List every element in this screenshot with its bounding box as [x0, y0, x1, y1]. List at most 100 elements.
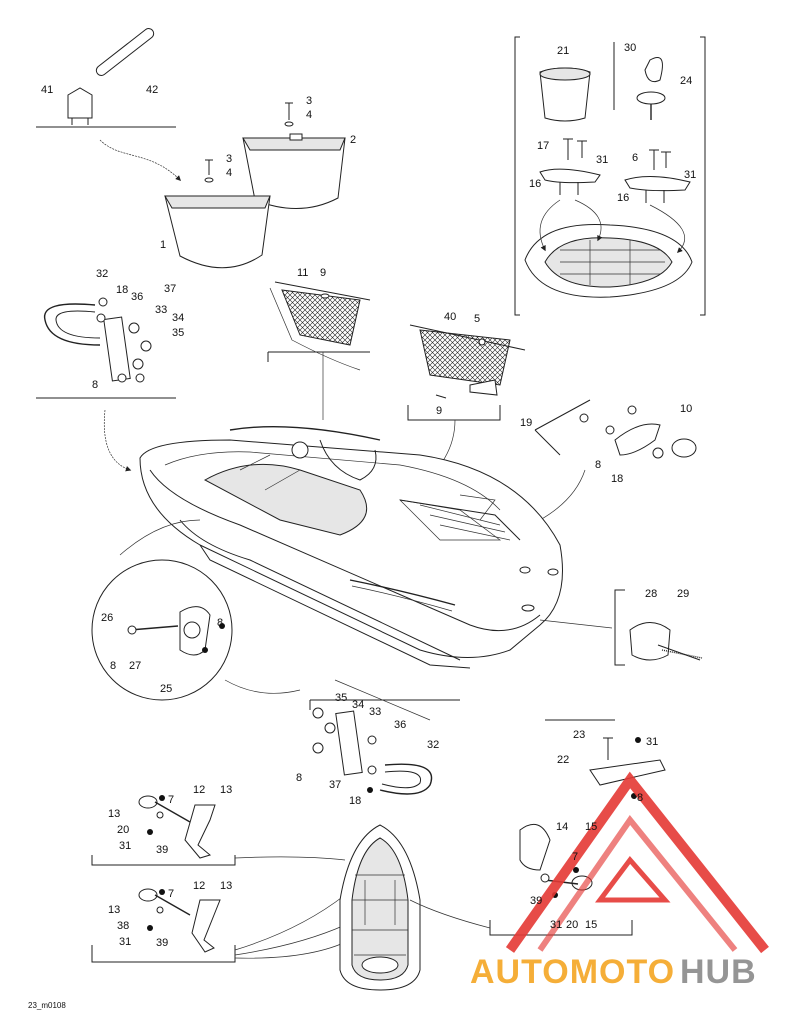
callout-40: 40	[444, 311, 456, 323]
callout-41: 41	[41, 84, 53, 96]
callout-15: 15	[585, 919, 597, 931]
callout-8: 8	[217, 617, 223, 629]
callout-18: 18	[611, 473, 623, 485]
towing-pylon-group	[534, 399, 697, 521]
storage-net-40	[407, 324, 526, 491]
callout-32: 32	[96, 268, 108, 280]
callout-32: 32	[427, 739, 439, 751]
callout-25: 25	[160, 683, 172, 695]
callout-7: 7	[168, 794, 174, 806]
callout-27: 27	[129, 660, 141, 672]
callout-11: 11	[297, 267, 308, 279]
latch-hook-upper	[184, 804, 216, 859]
callout-37: 37	[329, 779, 341, 791]
callout-31: 31	[684, 169, 696, 181]
callout-20: 20	[566, 919, 578, 931]
hinge-plate-group	[545, 719, 666, 799]
callout-38: 38	[117, 920, 129, 932]
callout-37: 37	[164, 283, 176, 295]
callout-30: 30	[624, 42, 636, 54]
boat-hull-main	[139, 425, 613, 669]
handle-rod-42	[95, 28, 155, 76]
callout-15: 15	[585, 821, 597, 833]
callout-3: 3	[226, 153, 232, 165]
callout-9: 9	[436, 405, 442, 417]
callout-13: 13	[220, 880, 232, 892]
storage-bins-group	[164, 102, 346, 269]
callout-16: 16	[529, 178, 541, 190]
callout-39: 39	[156, 937, 168, 949]
plate-22	[589, 759, 666, 786]
bracket-28-29-group	[614, 589, 703, 666]
callout-39: 39	[156, 844, 168, 856]
latch-group-lower	[91, 888, 351, 963]
watermark-brand-left: AUTOMOTO	[470, 953, 675, 991]
callout-26: 26	[101, 612, 113, 624]
callout-22: 22	[557, 754, 569, 766]
callout-17: 17	[537, 140, 549, 152]
callout-34: 34	[172, 312, 184, 324]
latch-group-right	[409, 823, 633, 936]
callout-19: 19	[520, 417, 532, 429]
callout-14: 14	[556, 821, 568, 833]
tow-eye-32	[43, 303, 101, 346]
callout-36: 36	[394, 719, 406, 731]
callout-33: 33	[369, 706, 381, 718]
callout-39: 39	[530, 895, 542, 907]
callout-12: 12	[193, 880, 205, 892]
callout-1: 1	[160, 239, 166, 251]
callout-13: 13	[108, 904, 120, 916]
callout-7: 7	[572, 851, 578, 863]
callout-20: 20	[117, 824, 129, 836]
callout-31: 31	[550, 919, 562, 931]
callout-8: 8	[637, 792, 643, 804]
callout-10: 10	[680, 403, 692, 415]
tow-eye-group-lower	[309, 679, 460, 795]
callout-8: 8	[296, 772, 302, 784]
hull-detail-inset	[91, 519, 301, 701]
bracket-28	[629, 622, 671, 661]
callout-4: 4	[226, 167, 232, 179]
tow-eye-group-upper	[36, 297, 176, 472]
watermark-brand-right: HUB	[680, 953, 757, 991]
callout-8: 8	[110, 660, 116, 672]
callout-4: 4	[306, 109, 312, 121]
callout-34: 34	[352, 699, 364, 711]
backing-plate-37	[103, 316, 131, 382]
callout-31: 31	[646, 736, 658, 748]
callout-31: 31	[596, 154, 608, 166]
steering-wheel	[291, 441, 309, 459]
tether-30	[644, 57, 663, 83]
callout-29: 29	[677, 588, 689, 600]
handle-base-41	[67, 87, 93, 119]
detail-circle	[91, 559, 233, 701]
callout-16: 16	[617, 192, 629, 204]
automotohub-watermark: AUTOMOTO HUB	[470, 771, 769, 991]
latch-hook-lower	[191, 899, 221, 953]
mounting-plate-10	[614, 423, 661, 456]
callout-31: 31	[119, 936, 131, 948]
storage-net-11	[267, 281, 371, 420]
cleat-16-left	[539, 168, 601, 184]
callout-2: 2	[350, 134, 356, 146]
cockpit	[203, 463, 368, 536]
tow-eye-32-lower	[379, 763, 433, 795]
callout-35: 35	[172, 327, 184, 339]
callout-13: 13	[108, 808, 120, 820]
callout-6: 6	[632, 152, 638, 164]
callout-36: 36	[131, 291, 143, 303]
callout-12: 12	[193, 784, 205, 796]
grab-handle-group	[36, 28, 181, 181]
callout-5: 5	[474, 313, 480, 325]
callout-21: 21	[557, 45, 569, 57]
callout-3: 3	[306, 95, 312, 107]
callout-8: 8	[92, 379, 98, 391]
callout-42: 42	[146, 84, 158, 96]
figure-code: 23_m0108	[28, 1001, 66, 1010]
callout-24: 24	[680, 75, 692, 87]
callout-18: 18	[349, 795, 361, 807]
windshield	[229, 425, 381, 441]
callout-9: 9	[320, 267, 326, 279]
